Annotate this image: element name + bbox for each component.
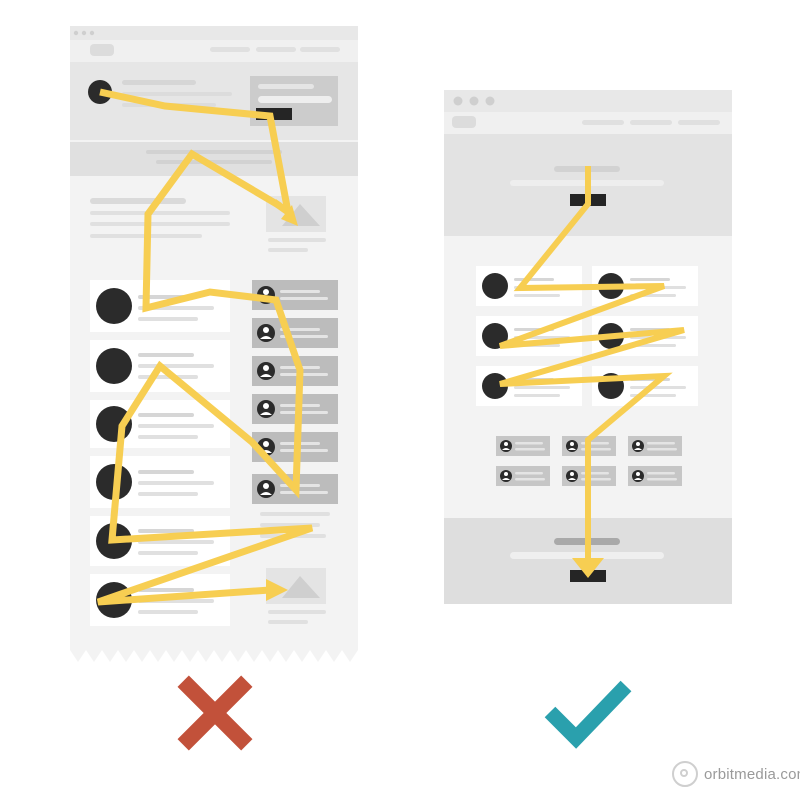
bad-eye-path — [96, 88, 314, 606]
watermark-text: orbitmedia.com — [704, 765, 800, 783]
cross-mark-icon — [177, 675, 253, 751]
good-browser-titlebar — [444, 90, 732, 112]
good-logo-placeholder — [452, 116, 476, 128]
orbit-logo-icon — [672, 761, 698, 787]
good-eye-path — [498, 166, 685, 578]
bad-logo-placeholder — [90, 44, 114, 56]
check-mark-icon — [544, 680, 632, 749]
bad-browser-titlebar — [70, 26, 358, 40]
bad-layout-mockup — [70, 26, 358, 662]
watermark: orbitmedia.com — [672, 760, 800, 788]
good-layout-mockup — [444, 90, 732, 604]
